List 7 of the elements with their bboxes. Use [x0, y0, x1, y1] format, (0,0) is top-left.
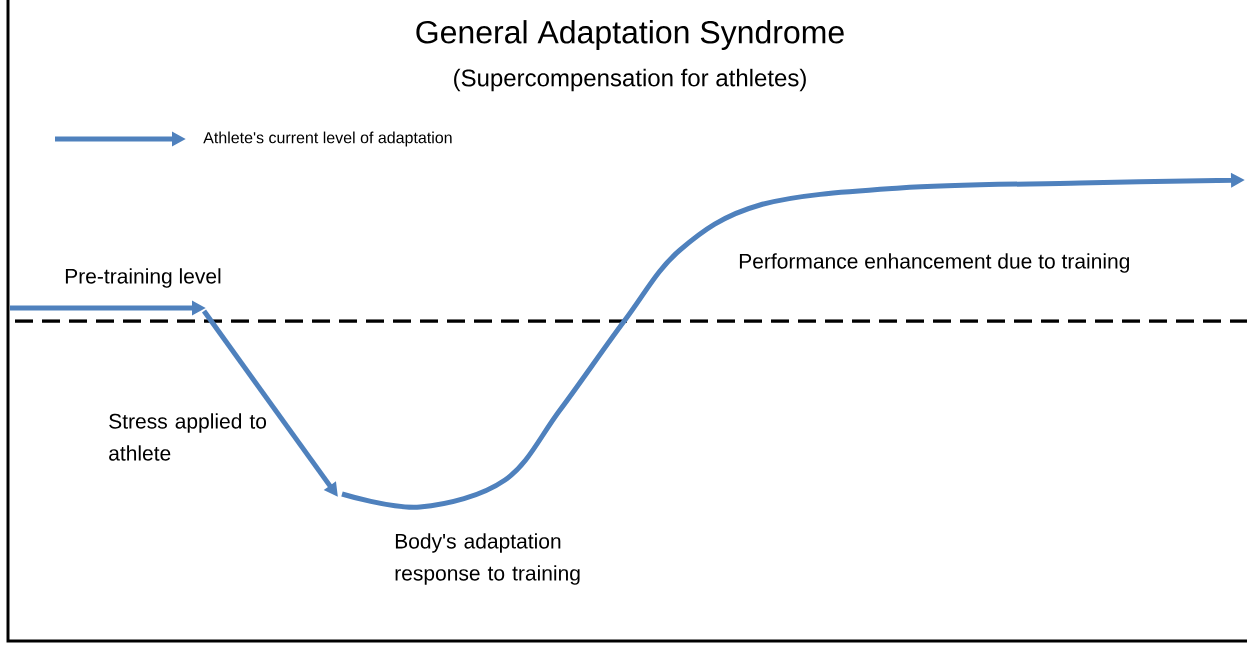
phase-label: Pre-training level [65, 268, 221, 288]
phase-label: Stress applied to athlete [109, 413, 267, 461]
phase-label: Body's adaptation response to training [395, 533, 580, 585]
subtitle: (Supercompensation for athletes) [454, 68, 806, 92]
title: General Adaptation Syndrome [416, 20, 844, 50]
phase-label: Performance enhancement due to training [739, 253, 1130, 273]
legend-text: Athlete's current level of adaptation [203, 131, 452, 147]
